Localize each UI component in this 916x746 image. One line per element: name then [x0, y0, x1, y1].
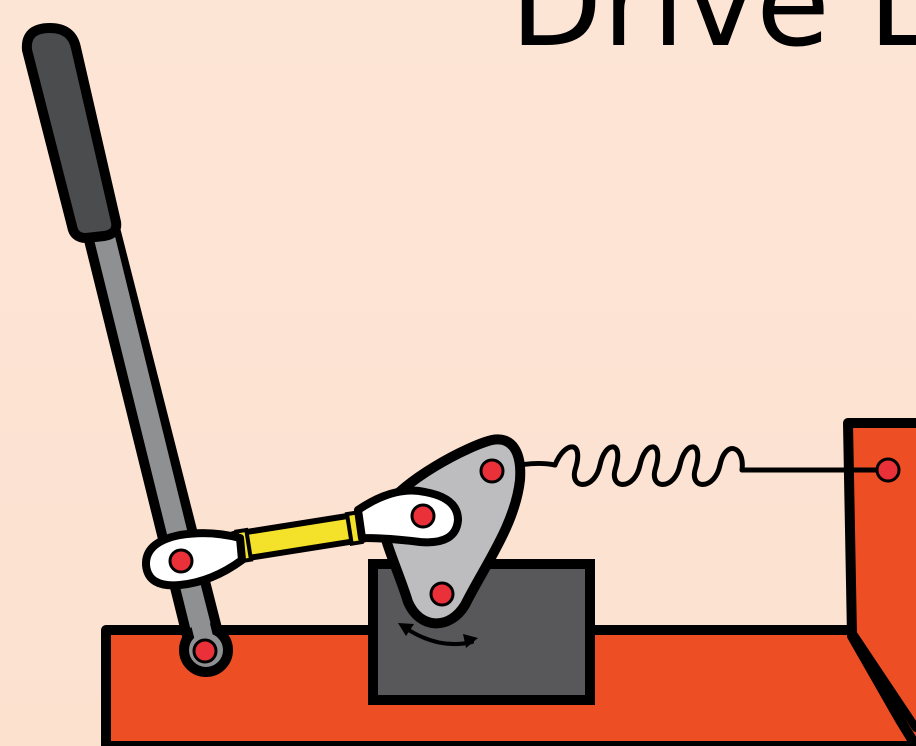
crank-rod-pivot [410, 503, 436, 529]
bracket-spring-anchor-pivot [875, 457, 901, 483]
lever-rod-pivot [168, 548, 194, 574]
tension-spring [492, 444, 891, 487]
lever-base-pivot [192, 638, 218, 664]
lever-handle-grip [21, 23, 122, 243]
connecting-rod [228, 510, 369, 564]
rotation-arrow-icon [398, 623, 478, 648]
bracket-brace-line [848, 628, 916, 732]
crank-spring-pivot [479, 458, 505, 484]
hand-lever [81, 219, 233, 677]
crank-base-pivot [429, 581, 455, 607]
diagram-title: Drive L [510, 0, 916, 74]
rod-end-eye-left [142, 529, 246, 590]
rod-end-eye-right [354, 486, 462, 547]
